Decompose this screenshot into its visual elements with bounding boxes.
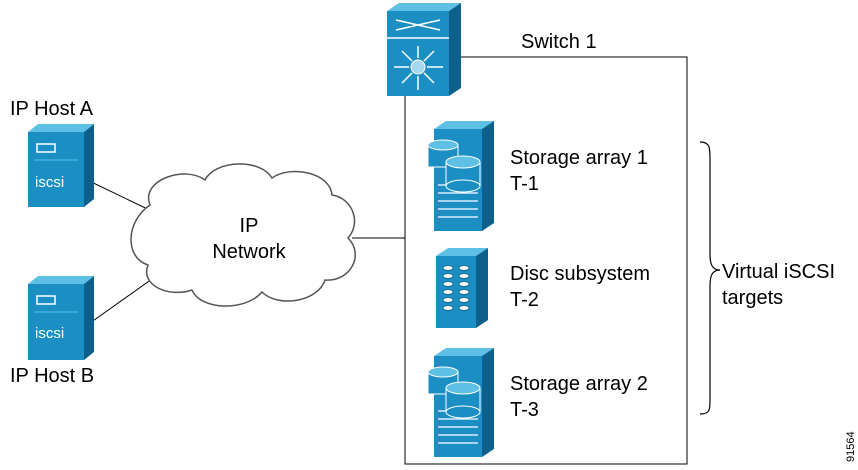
disc-subsystem-icon bbox=[436, 248, 488, 328]
group-label-line2: targets bbox=[722, 287, 783, 309]
host-a-iscsi-badge: iscsi bbox=[35, 174, 64, 191]
storage-array-2-icon bbox=[427, 348, 494, 457]
switch-icon bbox=[387, 3, 461, 96]
storage-array-1-icon bbox=[427, 121, 494, 231]
host-b-label: IP Host B bbox=[10, 365, 94, 387]
target-1-id: T-1 bbox=[510, 173, 539, 195]
target-2-id: T-2 bbox=[510, 289, 539, 311]
network-label-line1: IP bbox=[240, 215, 259, 237]
host-a: IP Host A iscsi bbox=[10, 98, 94, 207]
target-1-name: Storage array 1 bbox=[510, 147, 648, 169]
target-2-name: Disc subsystem bbox=[510, 263, 650, 285]
targets-group-brace bbox=[699, 141, 721, 415]
network-label-line2: Network bbox=[212, 241, 286, 263]
host-b-iscsi-badge: iscsi bbox=[35, 325, 64, 342]
ip-network-cloud: IP Network bbox=[130, 163, 356, 307]
host-b: iscsi IP Host B bbox=[10, 276, 94, 387]
target-3-name: Storage array 2 bbox=[510, 373, 648, 395]
group-label-line1: Virtual iSCSI bbox=[722, 261, 835, 283]
figure-number: 91564 bbox=[845, 431, 857, 462]
switch-enclosure bbox=[404, 56, 688, 465]
host-a-label: IP Host A bbox=[10, 98, 94, 120]
server-icon bbox=[28, 276, 94, 360]
server-icon bbox=[28, 124, 94, 207]
target-3-id: T-3 bbox=[510, 399, 539, 421]
switch-label: Switch 1 bbox=[521, 31, 597, 53]
